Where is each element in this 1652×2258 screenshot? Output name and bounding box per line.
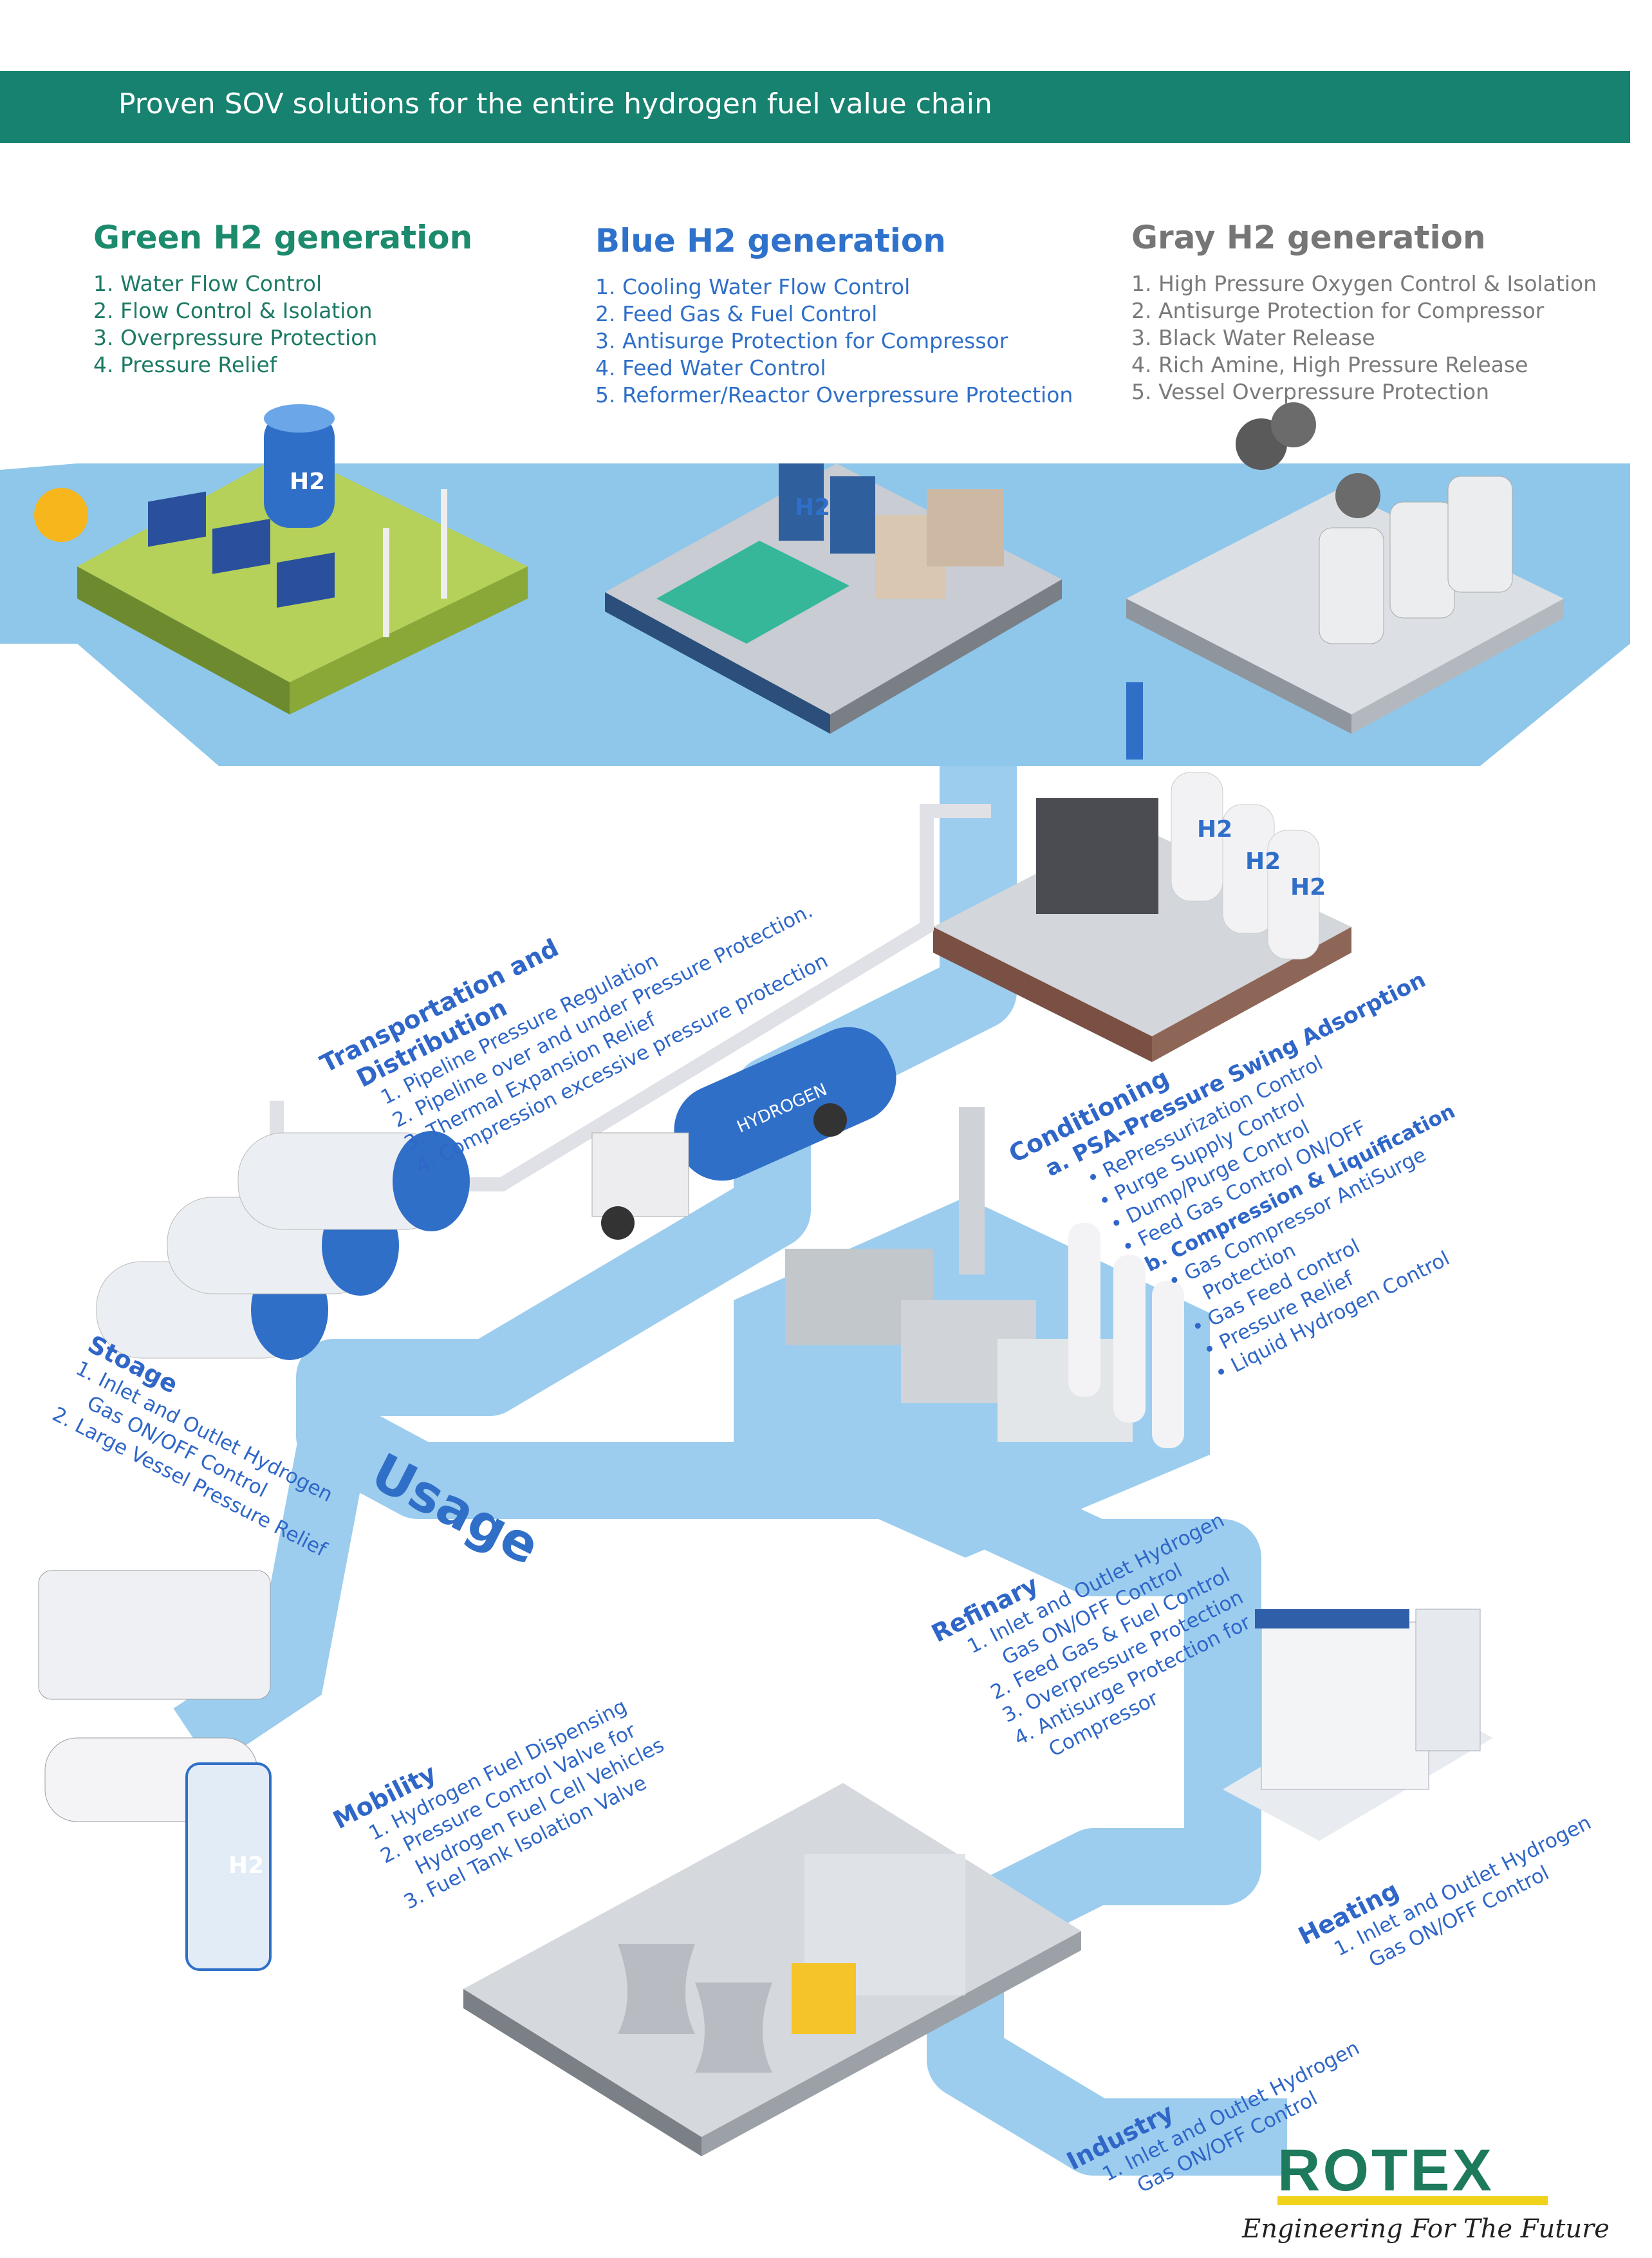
- h2-label: H2: [795, 494, 830, 521]
- refinery: [785, 1107, 1184, 1448]
- stack: [1126, 682, 1143, 760]
- storage-tanks: [96, 1131, 470, 1360]
- logo-tagline: Engineering For The Future: [1242, 2214, 1610, 2244]
- green-h2-island: [34, 404, 528, 714]
- solar-panel: [277, 552, 335, 608]
- blue-item: 5. Reformer/Reactor Overpressure Protect…: [595, 382, 1073, 407]
- solar-panel: [212, 518, 270, 574]
- page-title: Proven SOV solutions for the entire hydr…: [118, 88, 992, 120]
- blue-item: 4. Feed Water Control: [595, 355, 826, 380]
- logo-name: ROTEX: [1277, 2138, 1494, 2203]
- blue-item: 1. Cooling Water Flow Control: [595, 274, 911, 299]
- gray-h2-title: Gray H2 generation: [1131, 219, 1486, 256]
- gray-item: 3. Black Water Release: [1131, 325, 1375, 350]
- h2-label: H2: [1197, 816, 1232, 843]
- heating-unit: [1223, 1609, 1493, 1841]
- green-item: 3. Overpressure Protection: [93, 325, 378, 350]
- blue-item: 2. Feed Gas & Fuel Control: [595, 301, 878, 326]
- h2-dispenser: [185, 1762, 272, 1971]
- mobility: [38, 1570, 272, 1971]
- blue-item: 3. Antisurge Protection for Compressor: [595, 328, 1008, 353]
- logo-underline: [1277, 2196, 1548, 2205]
- rotex-logo: ROTEX: [1277, 2137, 1548, 2205]
- gray-item: 4. Rich Amine, High Pressure Release: [1131, 352, 1528, 377]
- blue-h2-section: Blue H2 generation 1. Cooling Water Flow…: [595, 222, 1073, 409]
- gray-item: 5. Vessel Overpressure Protection: [1131, 379, 1489, 404]
- blue-h2-island: [605, 463, 1062, 734]
- gray-item: 1. High Pressure Oxygen Control & Isolat…: [1131, 271, 1597, 296]
- hydrogen-truck: [591, 1027, 896, 1240]
- industry-plant: [463, 1783, 1081, 2156]
- compressor-block: [1036, 798, 1158, 914]
- green-h2-section: Green H2 generation 1. Water Flow Contro…: [93, 219, 472, 378]
- gray-item: 2. Antisurge Protection for Compressor: [1131, 298, 1545, 323]
- green-item: 2. Flow Control & Isolation: [93, 298, 373, 323]
- bus: [38, 1570, 271, 1700]
- h2-tank: [779, 463, 824, 541]
- h2-label: H2: [228, 1852, 264, 1879]
- solar-panel: [148, 491, 206, 547]
- water-pool: [656, 541, 849, 644]
- sun-icon: [34, 488, 88, 542]
- h2-label: H2: [1245, 848, 1281, 875]
- hydrogen-tank: [1319, 527, 1384, 644]
- tower: [959, 1107, 985, 1274]
- gray-h2-island: [1126, 402, 1564, 734]
- cooling-tower: [618, 1944, 695, 2034]
- blue-h2-title: Blue H2 generation: [595, 222, 946, 259]
- green-item: 1. Water Flow Control: [93, 271, 322, 296]
- h2-cylinder: [1068, 1223, 1100, 1397]
- h2-tank: [264, 412, 335, 528]
- green-h2-title: Green H2 generation: [93, 219, 473, 256]
- header-banner: [0, 71, 1630, 143]
- gray-h2-section: Gray H2 generation 1. High Pressure Oxyg…: [1131, 219, 1597, 406]
- h2-label: H2: [1290, 874, 1326, 900]
- h2-label: H2: [290, 469, 325, 495]
- green-item: 4. Pressure Relief: [93, 352, 277, 377]
- mobility-path: [173, 1428, 370, 1768]
